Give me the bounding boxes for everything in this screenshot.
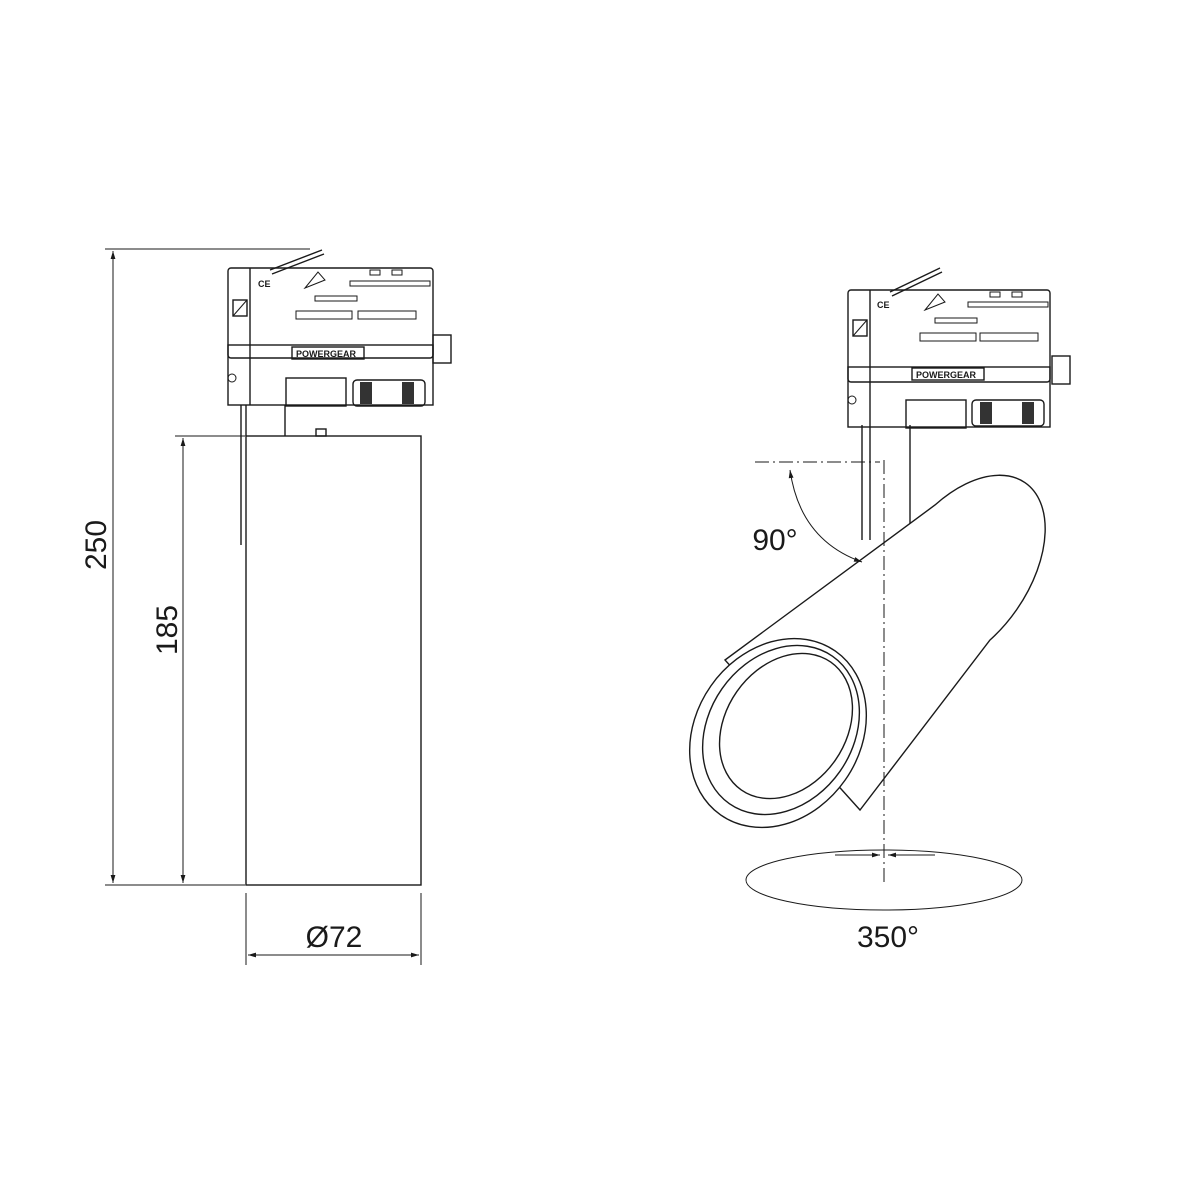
side-view: 250 185 CE xyxy=(80,248,452,965)
dimension-diameter-label: Ø72 xyxy=(306,921,363,954)
ce-mark: CE xyxy=(258,279,271,289)
spotlight-head xyxy=(688,474,1046,829)
dimension-185: 185 xyxy=(151,435,245,883)
rotation-angle-indicator: 350° xyxy=(745,849,1023,954)
track-adapter-right: CE POWERGEAR xyxy=(847,267,1071,429)
lamp-body xyxy=(245,435,422,886)
ce-mark-right: CE xyxy=(877,300,890,310)
tilt-angle-label: 90° xyxy=(752,524,797,557)
dimension-diameter: Ø72 xyxy=(245,893,422,965)
tilted-view: CE POWERGEAR xyxy=(688,267,1071,954)
rotation-angle-label: 350° xyxy=(857,921,919,954)
dimension-250: 250 xyxy=(80,248,310,886)
brand-label: POWERGEAR xyxy=(296,349,357,359)
dimension-185-label: 185 xyxy=(151,605,184,655)
dimension-250-label: 250 xyxy=(80,520,113,570)
track-adapter: CE POWERGEAR xyxy=(227,249,452,407)
tilt-angle-indicator: 90° xyxy=(752,469,863,563)
brand-label-right: POWERGEAR xyxy=(916,370,977,380)
